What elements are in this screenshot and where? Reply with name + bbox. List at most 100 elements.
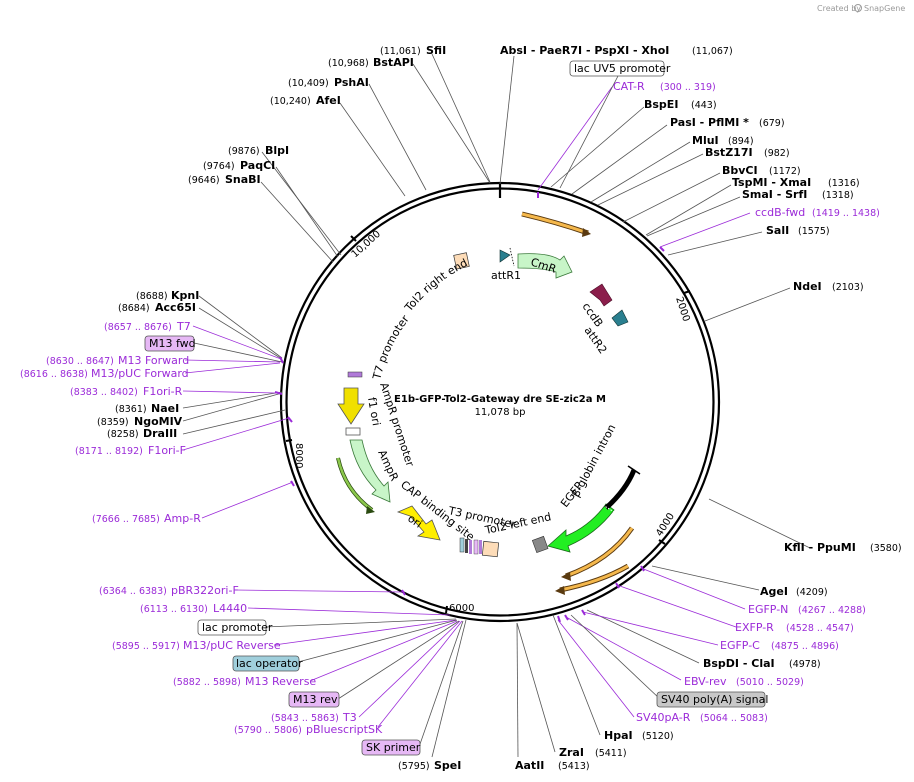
ori-feature (396, 505, 441, 541)
sv40pa-r-name: SV40pA-R (636, 711, 691, 724)
paqci-pos: (9764) (203, 161, 235, 172)
naei-name: NaeI (151, 402, 179, 415)
egfp-c-name: EGFP-C (720, 639, 760, 652)
aatii-pos: (5413) (558, 761, 590, 772)
tick-label-2000: 2000 (673, 296, 691, 324)
bstz17i-pos: (982) (764, 148, 790, 159)
sali-pos: (1575) (798, 226, 830, 237)
tspmi-pos: (1316) (828, 178, 860, 189)
snapgene-logo (854, 4, 862, 12)
bspei-pos: (443) (691, 100, 717, 111)
m13-puc-reverse-pos: (5895 .. 5917) (112, 641, 180, 652)
primer-arrow-egfp-2 (555, 563, 630, 595)
bstz17i-name: BstZ17I (705, 146, 753, 159)
m13-puc-forward-pos: (8616 .. 8638) (20, 369, 88, 380)
bstapi-pos: (10,968) (328, 58, 369, 69)
ebv-rev-name: EBV-rev (684, 675, 727, 688)
kfli-pos: (3580) (870, 543, 902, 554)
bspdi-pos: (4978) (789, 659, 821, 670)
mlui-pos: (894) (728, 136, 754, 147)
spei-name: SpeI (434, 759, 461, 772)
boxed-leaders (193, 75, 661, 748)
blpi-name: BlpI (265, 144, 289, 157)
t7-promoter-feature (347, 371, 363, 378)
pbluescriptsk-pos: (5790 .. 5806) (234, 725, 302, 736)
sk-primer-box: SK primer (361, 739, 421, 756)
amp-r-name: Amp-R (164, 512, 201, 525)
t3-primer-pos: (5843 .. 5863) (271, 713, 339, 724)
t3-primer-name: T3 (342, 711, 357, 724)
snabi-name: SnaBI (225, 173, 261, 186)
pshai-name: PshAI (334, 76, 369, 89)
sv40pa-r-pos: (5064 .. 5083) (700, 713, 768, 724)
egfp-n-pos: (4267 .. 4288) (798, 605, 866, 616)
absi-pos: (11,067) (692, 46, 733, 57)
smai-name: SmaI - SrfI (742, 188, 807, 201)
plasmid-name: E1b-GFP-Tol2-Gateway dre SE-zic2a M (394, 394, 606, 405)
zrai-name: ZraI (559, 746, 584, 759)
f1ori-r-pos: (8383 .. 8402) (70, 387, 138, 398)
ampr-label: AmpR (375, 448, 401, 484)
ccdb-feature (589, 283, 613, 307)
smai-pos: (1318) (822, 190, 854, 201)
lac-feature-cluster (459, 537, 482, 555)
acc65i-name: Acc65I (155, 301, 196, 314)
ampr-feature (349, 439, 391, 503)
afei-name: AfeI (316, 94, 341, 107)
egfp-feature (547, 503, 615, 553)
m13-rev-box: M13 rev (288, 691, 340, 708)
snabi-pos: (9646) (188, 175, 220, 186)
ndei-pos: (2103) (832, 282, 864, 293)
sfii-name: SfiI (426, 44, 446, 57)
primer-site-ticks (274, 192, 665, 623)
m13-forward-name: M13 Forward (118, 354, 189, 367)
lac-operator-box: lac operator (232, 655, 303, 672)
primer-arrow-catr (521, 211, 591, 237)
agei-name: AgeI (760, 585, 788, 598)
attr2-label: attR2 (582, 324, 610, 356)
afei-pos: (10,240) (270, 96, 311, 107)
svg-text:SV40 poly(A) signal: SV40 poly(A) signal (661, 693, 768, 706)
svg-text:lac operator: lac operator (236, 657, 303, 670)
acc65i-pos: (8684) (118, 303, 150, 314)
tspmi-name: TspMI - XmaI (732, 176, 811, 189)
bbvci-pos: (1172) (769, 166, 801, 177)
ebv-rev-pos: (5010 .. 5029) (736, 677, 804, 688)
ampr-promoter-feature (345, 427, 361, 436)
svg-text:M13 rev: M13 rev (293, 693, 338, 706)
svg-text:SK primer: SK primer (366, 741, 421, 754)
f1ori-f-name: F1ori-F (148, 444, 186, 457)
ngomiv-name: NgoMIV (134, 415, 183, 428)
m13-reverse-name: M13 Reverse (245, 675, 316, 688)
ccdb-fwd-name: ccdB-fwd (755, 206, 805, 219)
attr1-label: attR1 (491, 269, 521, 282)
l4440-name: L4440 (213, 602, 247, 615)
egfp-n-name: EGFP-N (748, 603, 788, 616)
primer-arrow-ampr (336, 457, 375, 514)
kfli-name: KflI - PpuMI (784, 541, 856, 554)
m13-fwd-box: M13 fwd (144, 335, 196, 352)
tick-marks (285, 235, 691, 614)
plasmid-size: 11,078 bp (475, 407, 526, 418)
egfp-c-pos: (4875 .. 4896) (771, 641, 839, 652)
t7-primer-pos: (8657 .. 8676) (104, 322, 172, 333)
f1ori-f-pos: (8171 .. 8192) (75, 446, 143, 457)
pbr322ori-f-pos: (6364 .. 6383) (99, 586, 167, 597)
attr2-feature (611, 309, 629, 327)
t7-promoter-label: T7 promoter (370, 312, 412, 381)
pbluescriptsk-name: pBluescriptSK (306, 723, 383, 736)
tick-label-6000: 6000 (449, 603, 474, 614)
draiii-pos: (8258) (107, 429, 139, 440)
exfp-r-name: EXFP-R (735, 621, 774, 634)
primer-leaders (182, 86, 751, 728)
sali-name: SalI (766, 224, 789, 237)
spei-pos: (5795) (398, 761, 430, 772)
m13-puc-forward-name: M13/pUC Forward (91, 367, 189, 380)
aatii-name: AatII (515, 759, 544, 772)
created-by-text: Created by (817, 4, 861, 13)
m13-reverse-pos: (5882 .. 5898) (173, 677, 241, 688)
snapgene-brand-text: SnapGene (864, 4, 905, 13)
l4440-pos: (6113 .. 6130) (140, 604, 208, 615)
svg-text:M13 fwd: M13 fwd (149, 337, 196, 350)
pbr322ori-f-name: pBR322ori-F (171, 584, 239, 597)
